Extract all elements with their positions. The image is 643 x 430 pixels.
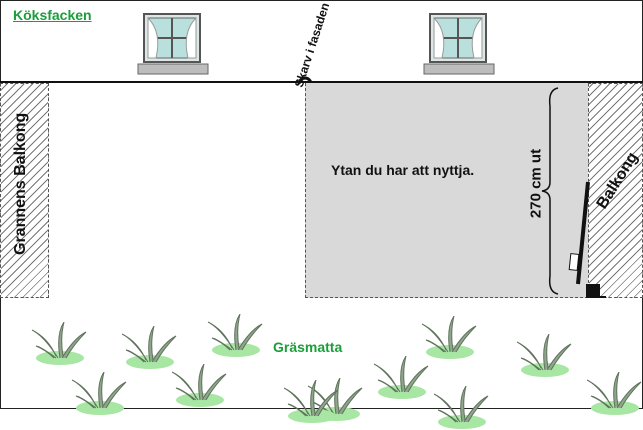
grass-icon xyxy=(71,372,127,415)
grass-icon xyxy=(516,334,572,377)
usable-area-label: Ytan du har att nyttja. xyxy=(331,162,475,178)
dimension-brace xyxy=(541,87,559,295)
grass-icon xyxy=(121,326,177,369)
door-icon xyxy=(568,181,606,298)
usable-area xyxy=(305,83,588,298)
neighbor-balcony xyxy=(0,83,49,298)
grass-icon xyxy=(207,314,263,357)
diagram-title: Köksfacken xyxy=(13,7,92,23)
joint-marker xyxy=(297,76,313,85)
grass-icon xyxy=(433,386,489,429)
dimension-label: 270 cm ut xyxy=(527,148,545,219)
grass-icon xyxy=(171,364,227,407)
grass-icon xyxy=(31,322,87,365)
window-icon xyxy=(137,13,209,75)
lawn-label: Gräsmatta xyxy=(273,339,343,355)
grass-icon xyxy=(373,356,429,399)
grass-icon xyxy=(283,380,339,423)
grass-icon xyxy=(421,316,477,359)
neighbor-balcony-label: Grannens Balkong xyxy=(12,112,29,255)
grass-icon xyxy=(586,372,642,415)
window-icon xyxy=(423,13,495,75)
facade-line xyxy=(0,81,643,83)
